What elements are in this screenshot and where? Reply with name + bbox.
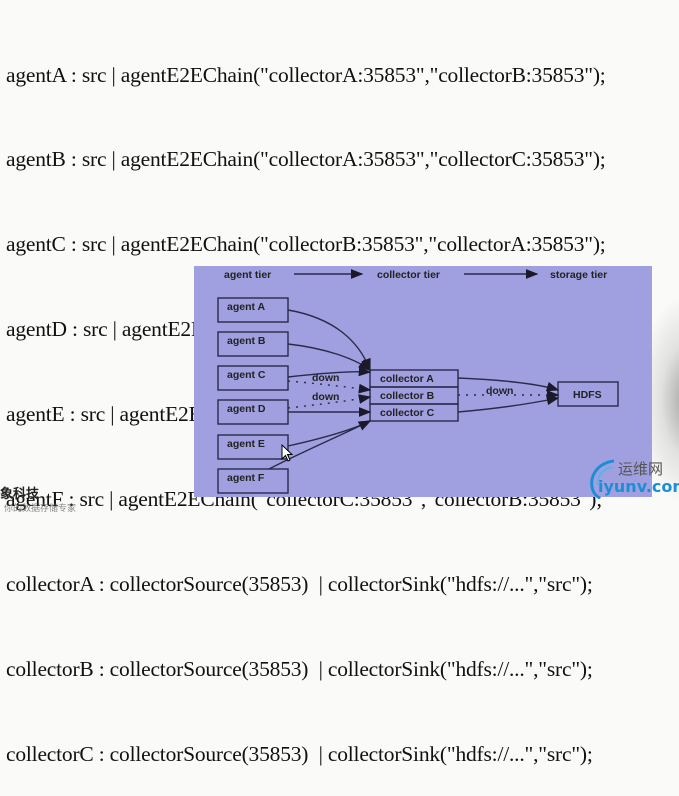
hdfs-label: HDFS xyxy=(573,389,602,401)
edge-collectorA xyxy=(457,377,560,392)
watermark-cn: 运维网 xyxy=(618,460,664,478)
agent-box-f xyxy=(217,468,289,494)
watermark-logo-icon xyxy=(590,459,615,499)
code-line-agentB: agentB : src | agentE2EChain("collectorA… xyxy=(6,147,606,172)
code-line-agentA: agentA : src | agentE2EChain("collectorA… xyxy=(6,62,606,87)
tier-label-agent: agent tier xyxy=(224,269,271,281)
down-label-2: down xyxy=(312,391,339,403)
edge-agentA xyxy=(287,309,371,372)
agent-label-c: agent C xyxy=(227,369,266,381)
footer-brand-sub: 你的数据存储专家 xyxy=(4,504,77,514)
mouse-cursor-icon xyxy=(281,444,294,462)
collector-label-b: collector B xyxy=(380,390,435,402)
diagram-svg: agent tier collector tier storage tier a… xyxy=(217,269,619,494)
agent-label-a: agent A xyxy=(227,301,266,313)
agent-label-d: agent D xyxy=(227,403,266,415)
agent-box-c xyxy=(217,365,289,391)
edge-agentD-down xyxy=(287,394,372,409)
edge-collectorC xyxy=(457,395,560,413)
edge-agentE xyxy=(287,420,372,447)
agent-label-e: agent E xyxy=(227,438,265,450)
edge-agentF xyxy=(268,420,372,470)
collector-label-a: collector A xyxy=(380,373,434,385)
code-line-collectorC: collectorC : collectorSource(35853) | co… xyxy=(6,741,593,766)
code-line-collectorA: collectorA : collectorSource(35853) | co… xyxy=(6,571,593,596)
down-label-3: down xyxy=(486,385,513,397)
tier-label-collector: collector tier xyxy=(377,269,440,281)
watermark: 运维网 iyunv.com xyxy=(582,455,679,505)
edge-agentC xyxy=(287,366,372,378)
collector-label-c: collector C xyxy=(380,407,435,419)
footer-brand: 象科技 xyxy=(0,487,40,502)
down-label-1: down xyxy=(312,372,339,384)
tier-label-storage: storage tier xyxy=(550,269,607,281)
agent-label-b: agent B xyxy=(227,335,266,347)
code-line-collectorB: collectorB : collectorSource(35853) | co… xyxy=(6,656,593,681)
watermark-en: iyunv.com xyxy=(598,477,679,496)
edge-agentC-down xyxy=(287,380,372,394)
flume-tier-diagram: agent tier collector tier storage tier a… xyxy=(194,266,652,497)
agent-label-f: agent F xyxy=(227,472,265,484)
agent-box-e xyxy=(217,434,289,460)
code-line-agentC: agentC : src | agentE2EChain("collectorB… xyxy=(6,232,606,257)
